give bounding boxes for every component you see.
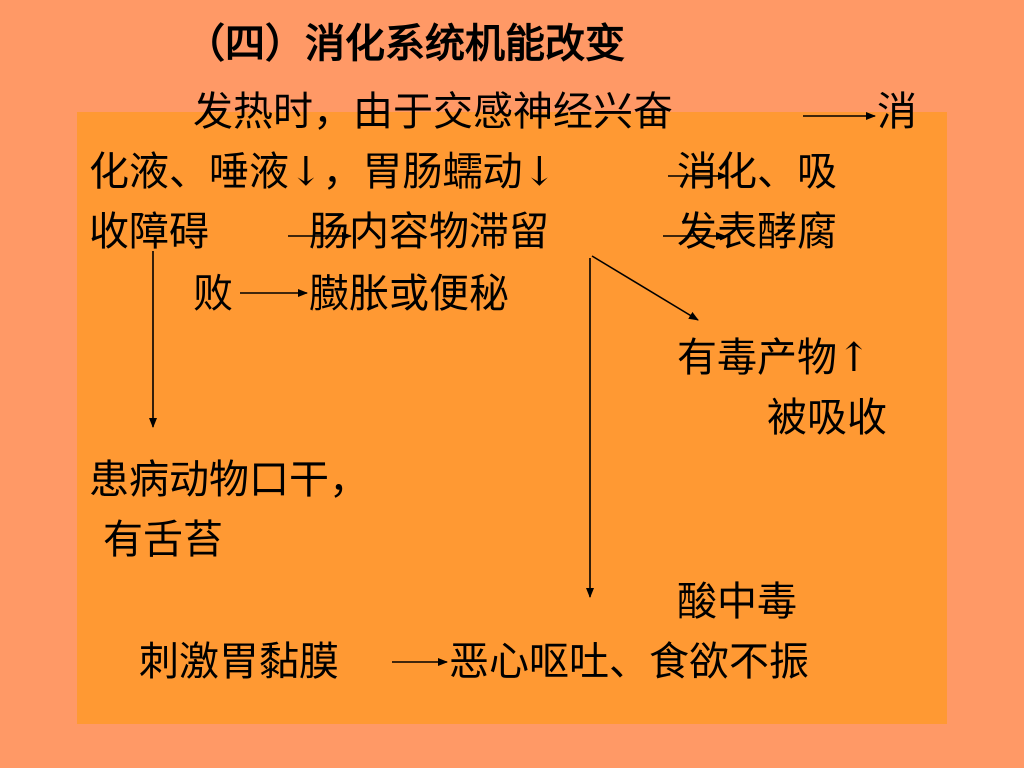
text-acidosis: 酸中毒 xyxy=(677,579,797,625)
text-stimulate-mucosa: 刺激胃黏膜 xyxy=(139,639,339,685)
text-digestive-fluid-end: 消 xyxy=(877,89,917,135)
text-toxic-products: 有毒产物↑ xyxy=(677,335,871,381)
text-dry-mouth: 患病动物口干， xyxy=(89,457,369,503)
text-line-fever: 发热时，由于交感神经兴奋 xyxy=(193,89,673,135)
text-nausea-vomiting: 恶心呕吐、食欲不振 xyxy=(449,639,809,685)
text-fermentation: 发表酵腐 xyxy=(677,209,837,255)
slide-title: （四）消化系统机能改变 xyxy=(185,20,625,67)
text-bloating: 臌胀或便秘 xyxy=(309,271,509,317)
text-putrefaction: 败 xyxy=(193,271,233,317)
content-panel xyxy=(77,112,947,724)
text-absorbed: 被吸收 xyxy=(767,395,887,441)
text-intestinal-stasis: 肠内容物滞留 xyxy=(309,209,549,255)
text-digestion-absorption: 消化、吸 xyxy=(677,149,837,195)
text-absorption-disorder: 收障碍 xyxy=(89,209,209,255)
text-tongue-coating: 有舌苔 xyxy=(103,517,223,563)
text-line-saliva: 化液、唾液↓，胃肠蠕动↓ xyxy=(89,149,557,195)
